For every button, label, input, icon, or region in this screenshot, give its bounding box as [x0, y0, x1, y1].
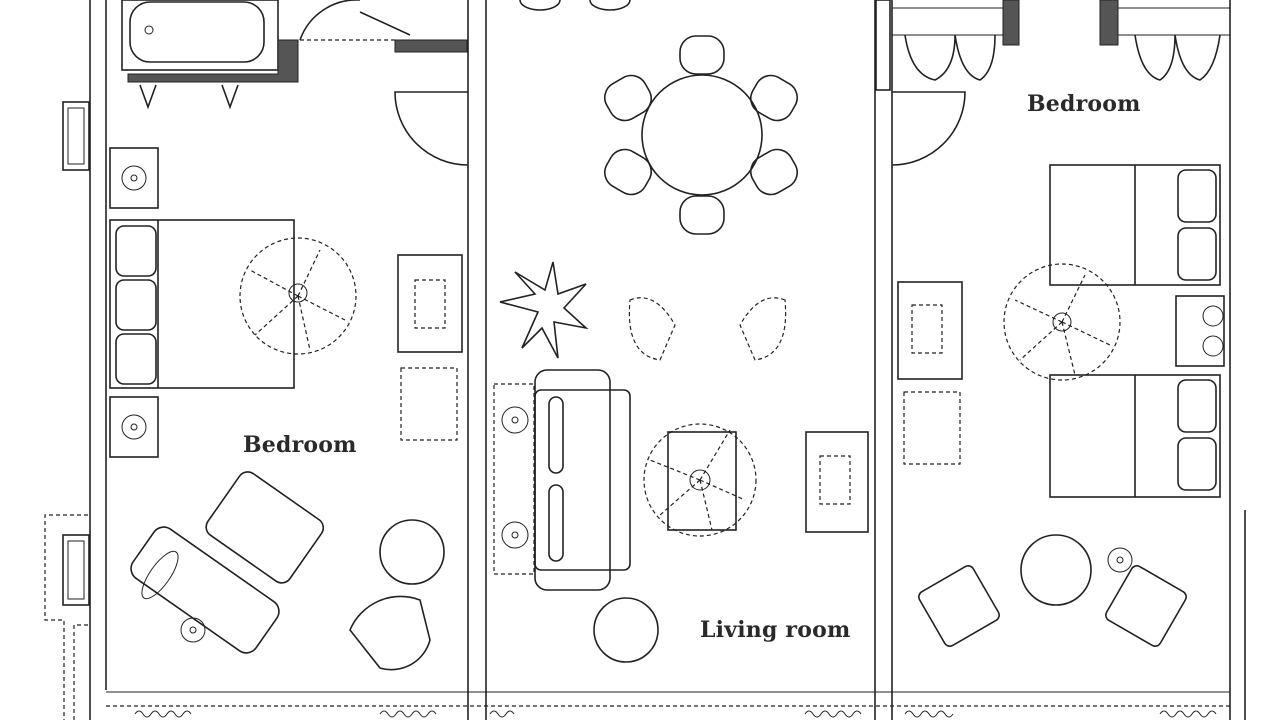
curtains: [134, 710, 1217, 718]
walls: [44, 0, 1246, 720]
right-bedroom-furniture: [891, 0, 1230, 647]
left-bedroom-furniture: [109, 147, 463, 671]
bathroom: [121, 0, 469, 166]
living-room-furniture: [493, 0, 869, 663]
room-label-right-bedroom: Bedroom: [1027, 91, 1141, 117]
room-label-left-bedroom: Bedroom: [243, 432, 357, 458]
room-label-living-room: Living room: [700, 617, 851, 643]
